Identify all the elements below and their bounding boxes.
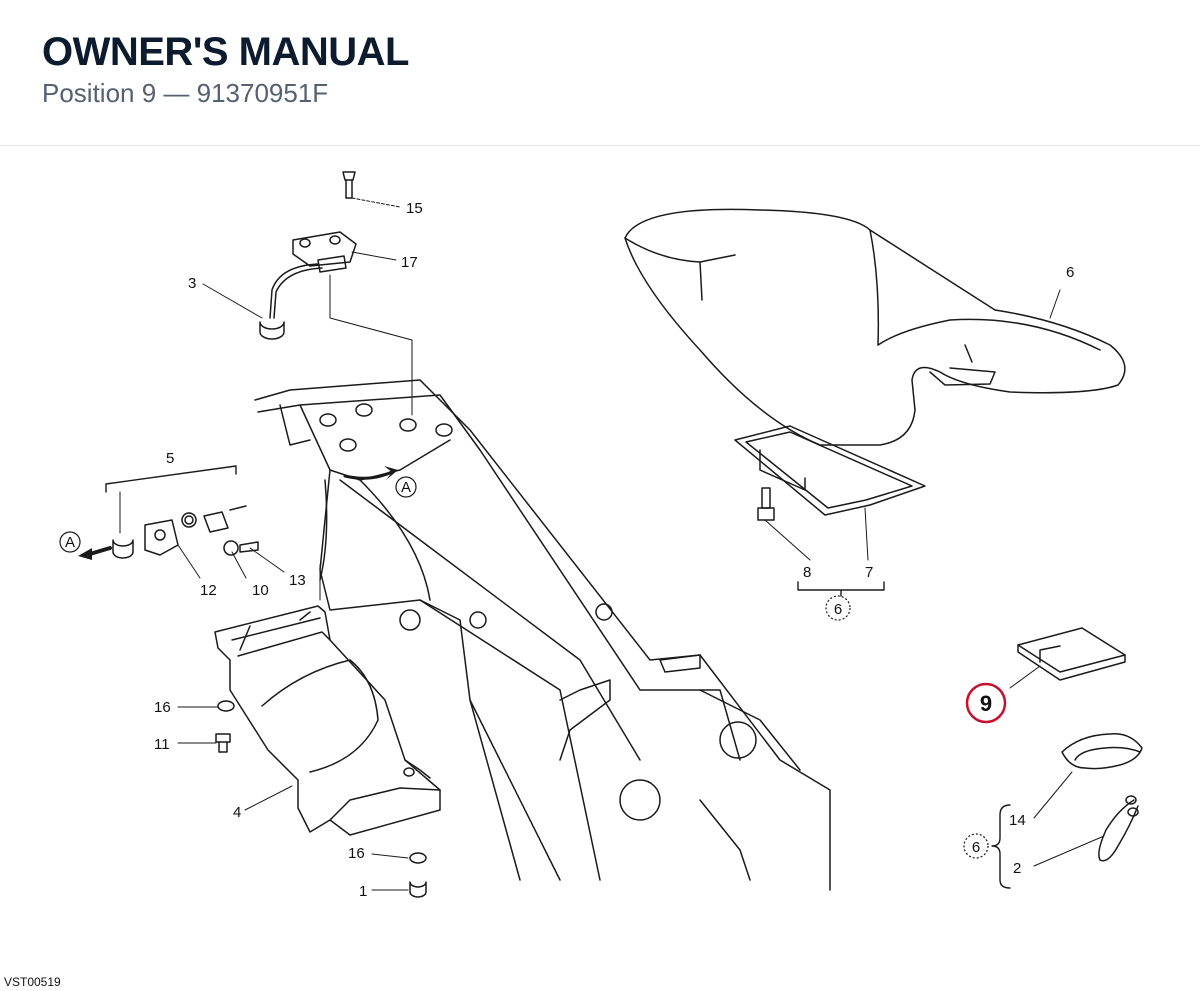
group-marker-6-top bbox=[825, 595, 851, 621]
callout-16-upper: 16 bbox=[154, 699, 171, 716]
view-marker-a-right-label: A bbox=[401, 479, 411, 496]
view-marker-a-left-label: A bbox=[65, 534, 75, 551]
group-marker-6-bottom bbox=[963, 833, 989, 859]
callout-10: 10 bbox=[252, 582, 269, 599]
seat-base-plate bbox=[734, 425, 926, 516]
leader-lines bbox=[119, 197, 1105, 891]
view-marker-a-left bbox=[59, 531, 81, 553]
callout-1: 1 bbox=[359, 883, 367, 900]
callout-11: 11 bbox=[154, 736, 170, 753]
view-marker-a-right bbox=[395, 476, 417, 498]
fasteners bbox=[215, 700, 427, 898]
latch-parts bbox=[112, 505, 259, 559]
callout-15: 15 bbox=[406, 200, 423, 217]
callout-16-lower: 16 bbox=[348, 845, 365, 862]
highlighted-callout-circle bbox=[965, 682, 1007, 724]
figure-reference-code: VST00519 bbox=[4, 975, 61, 989]
callout-8: 8 bbox=[803, 564, 811, 581]
bracket-6-bottom bbox=[991, 804, 1011, 889]
tool-pouch bbox=[1061, 733, 1143, 770]
callout-12: 12 bbox=[200, 582, 217, 599]
under-seat-tray bbox=[214, 605, 441, 836]
seat bbox=[624, 208, 1126, 446]
callout-14: 14 bbox=[1009, 812, 1026, 829]
group-marker-6-bottom-label: 6 bbox=[972, 839, 980, 856]
bracket-5 bbox=[105, 465, 237, 493]
bracket-6-top bbox=[797, 581, 885, 597]
callout-7: 7 bbox=[865, 564, 873, 581]
group-marker-6-top-label: 6 bbox=[834, 601, 842, 618]
callout-13: 13 bbox=[289, 572, 306, 589]
callout-5: 5 bbox=[166, 450, 174, 467]
owners-manual-booklet bbox=[1017, 627, 1126, 681]
rear-frame bbox=[254, 379, 831, 891]
helmet-cable bbox=[1098, 795, 1139, 862]
callout-17: 17 bbox=[401, 254, 418, 271]
arrow-to-a-right bbox=[343, 470, 394, 480]
callout-6: 6 bbox=[1066, 264, 1074, 281]
page-header: OWNER'S MANUAL Position 9 — 91370951F bbox=[0, 0, 1200, 146]
page-title: OWNER'S MANUAL bbox=[42, 30, 409, 74]
callout-2: 2 bbox=[1013, 860, 1021, 877]
callout-4: 4 bbox=[233, 804, 241, 821]
highlighted-callout-9: 9 bbox=[980, 691, 992, 716]
callout-3: 3 bbox=[188, 275, 196, 292]
bolt-8 bbox=[757, 487, 775, 521]
seat-lock-assembly bbox=[259, 171, 357, 340]
page-subtitle: Position 9 — 91370951F bbox=[42, 78, 329, 108]
arrow-to-a-left bbox=[88, 546, 112, 556]
